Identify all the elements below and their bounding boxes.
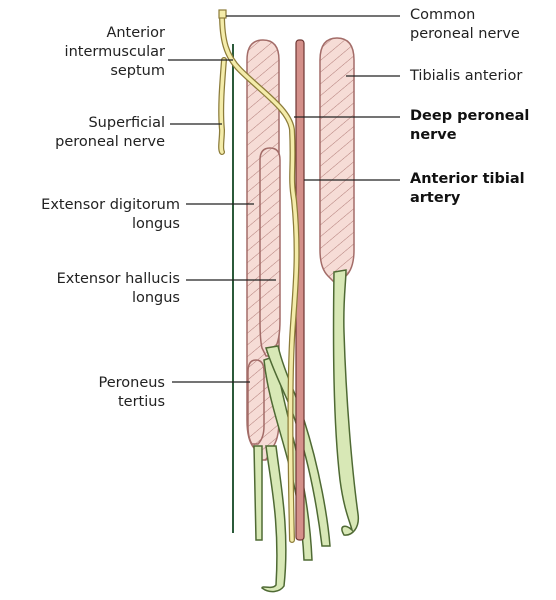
extensor-digitorum-tendon-lateral: [261, 445, 287, 593]
extensor-hallucis-longus-muscle: [259, 147, 281, 357]
label-anterior-tibial-artery: Anterior tibial artery: [410, 171, 525, 206]
label-extensor-digitorum-longus: Extensor digitorum longus: [41, 197, 180, 232]
tibialis-anterior-muscle: [319, 37, 355, 283]
nerves: [218, 11, 300, 543]
peroneus-tertius-muscle: [247, 359, 265, 445]
common-peroneal-nerve-stump: [218, 9, 227, 19]
tibialis-anterior-tendon: [332, 269, 360, 536]
label-peroneus-tertius: Peroneus tertius: [98, 375, 165, 410]
label-common-peroneal-nerve: Common peroneal nerve: [410, 7, 520, 42]
label-extensor-hallucis-longus: Extensor hallucis longus: [56, 271, 180, 306]
label-anterior-intermuscular-septum: Anterior intermuscular septum: [64, 25, 165, 79]
label-tibialis-anterior: Tibialis anterior: [410, 68, 523, 84]
label-deep-peroneal-nerve: Deep peroneal nerve: [410, 108, 530, 143]
extensor-digitorum-tendon-medial: [253, 445, 263, 541]
label-superficial-peroneal-nerve: Superficial peroneal nerve: [55, 115, 165, 150]
